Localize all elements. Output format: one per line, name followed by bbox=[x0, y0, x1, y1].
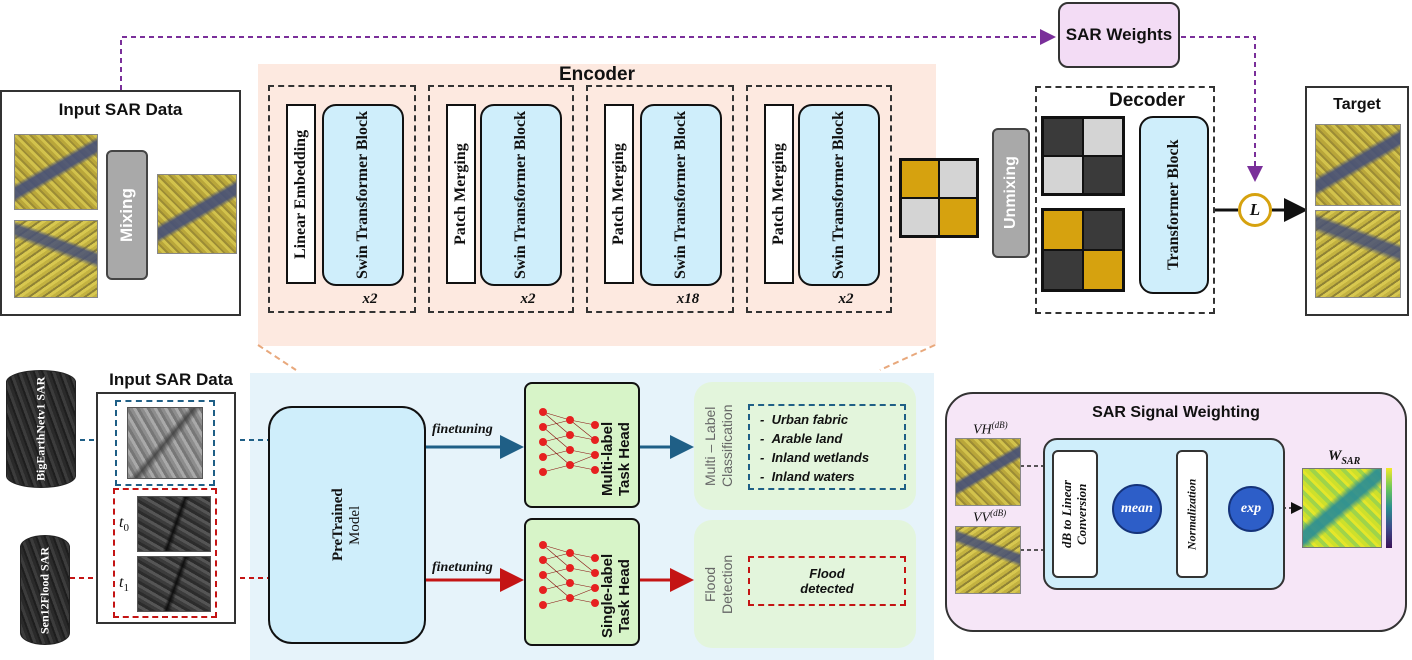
wsar-heatmap bbox=[1302, 468, 1382, 548]
unmixing-block: Unmixing bbox=[992, 128, 1030, 258]
vh-image bbox=[955, 438, 1021, 506]
encoder-stage-1: Linear Embedding Swin Transformer Block … bbox=[268, 85, 416, 313]
sen12flood-sample-frame: t0 t1 bbox=[113, 488, 217, 618]
vv-image bbox=[955, 526, 1021, 594]
mixed-sar-image bbox=[157, 174, 237, 254]
target-title: Target bbox=[1333, 96, 1381, 113]
weights-link-line bbox=[120, 29, 1056, 90]
target-panel: Target bbox=[1305, 86, 1409, 316]
zoom-line-left bbox=[257, 344, 297, 371]
wsar-label: WSAR bbox=[1328, 448, 1361, 467]
finetuning-label-1: finetuning bbox=[432, 422, 493, 437]
finetuning-label-2: finetuning bbox=[432, 560, 493, 575]
bigearthnet-sample-frame bbox=[115, 400, 215, 486]
encoder-stage-4: Patch Merging Swin Transformer Block x2 bbox=[746, 85, 892, 313]
pretrained-label-2: Model bbox=[347, 505, 363, 545]
stage4-repeat: x2 bbox=[838, 291, 854, 307]
mlc-item: - Urban fabric bbox=[760, 412, 849, 427]
bigearthnet-sample-image bbox=[127, 407, 203, 479]
latent-grid bbox=[899, 158, 979, 238]
mixing-block: Mixing bbox=[106, 150, 148, 280]
decoder-grid-1 bbox=[1041, 116, 1125, 196]
mean-node: mean bbox=[1112, 484, 1162, 534]
vh-label: VH(dB) bbox=[973, 420, 1008, 438]
wsar-colorbar bbox=[1386, 468, 1392, 548]
zoom-line-right bbox=[879, 344, 936, 371]
stage2-repeat: x2 bbox=[520, 291, 536, 307]
target-image-1 bbox=[1315, 124, 1401, 206]
input-sar-title-top: Input SAR Data bbox=[58, 100, 183, 119]
decoder-grid-2 bbox=[1041, 208, 1125, 292]
nn-graphic-2 bbox=[542, 544, 596, 606]
encoder-stage-2: Patch Merging Swin Transformer Block x2 bbox=[428, 85, 574, 313]
vv-label: VV(dB) bbox=[973, 508, 1007, 526]
t0-label: t0 bbox=[119, 514, 129, 535]
decoder-transformer-block: Transformer Block bbox=[1139, 116, 1209, 294]
sen12flood-t0-image bbox=[137, 496, 211, 552]
decoder-panel: Decoder Transformer Block bbox=[1035, 86, 1215, 314]
mlc-item: - Arable land bbox=[760, 431, 843, 446]
normalization-block: Normalization bbox=[1176, 450, 1208, 578]
target-image-2 bbox=[1315, 210, 1401, 298]
nn-graphic-1 bbox=[542, 411, 596, 473]
pretrained-label-1: PreTrained bbox=[330, 488, 346, 562]
input-sar-panel-top: Input SAR Data Mixing bbox=[0, 90, 241, 316]
mlc-item: - Inland waters bbox=[760, 469, 855, 484]
stage3-repeat: x18 bbox=[676, 291, 700, 307]
input-sar-title-bottom: Input SAR Data bbox=[109, 370, 233, 389]
weights-to-loss-line bbox=[1181, 36, 1263, 182]
sar-weights-box: SAR Weights bbox=[1058, 2, 1180, 68]
exp-node: exp bbox=[1228, 486, 1274, 532]
sen12flood-dataset: Sen12Flood SAR bbox=[20, 535, 70, 645]
t1-label: t1 bbox=[119, 574, 129, 595]
sar-weighting-title: SAR Signal Weighting bbox=[1092, 404, 1260, 421]
sar-image-b bbox=[14, 220, 98, 298]
pretrained-model-block: PreTrained Model bbox=[268, 406, 426, 644]
sar-image-a bbox=[14, 134, 98, 210]
encoder-title: Encoder bbox=[558, 64, 636, 85]
mlc-label-list: - Urban fabric - Arable land - Inland we… bbox=[748, 404, 906, 490]
decoder-title: Decoder bbox=[1108, 90, 1186, 111]
encoder-stage-3: Patch Merging Swin Transformer Block x18 bbox=[586, 85, 734, 313]
mlc-item: - Inland wetlands bbox=[760, 450, 870, 465]
stage1-repeat: x2 bbox=[362, 291, 378, 307]
encoder-panel: Encoder Linear Embedding Swin Transforme… bbox=[258, 64, 936, 346]
loss-circle: L bbox=[1238, 193, 1272, 227]
sen12flood-t1-image bbox=[137, 556, 211, 612]
input-sar-panel-bottom: t0 t1 bbox=[96, 392, 236, 624]
bigearthnet-dataset: BigEarthNetv1 SAR bbox=[6, 370, 76, 488]
